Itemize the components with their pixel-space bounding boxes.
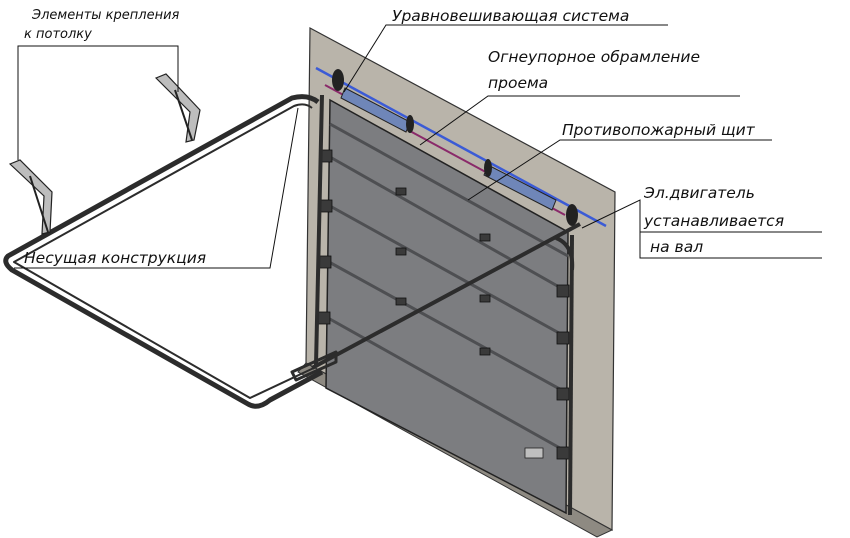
- leader-ceiling-mounts: [17, 45, 179, 160]
- ceiling-bracket-right: [154, 73, 201, 143]
- hinge: [479, 233, 491, 242]
- balancing-system: [315, 66, 607, 228]
- ceiling-bracket-left: [8, 159, 53, 235]
- label-ceiling-mounts-line2: к потолку: [24, 27, 92, 42]
- spring-bracket: [406, 115, 414, 133]
- diagonal-brace: [311, 222, 581, 370]
- hinge: [395, 297, 407, 306]
- support-structure: [3, 94, 581, 409]
- door-panel: [325, 98, 569, 515]
- label-support-structure: Несущая конструкция: [24, 249, 206, 267]
- hinge: [395, 187, 407, 196]
- callout-labels: Элементы крепления к потолку Уравновешив…: [24, 7, 784, 267]
- support-outer-rail: [3, 94, 324, 409]
- hinge: [556, 446, 570, 460]
- leader-fire-shield: [467, 139, 772, 201]
- label-ceiling-mounts-line1: Элементы крепления: [31, 8, 180, 23]
- hinge: [319, 199, 333, 213]
- label-motor-line1: Эл.двигатель: [643, 184, 755, 202]
- floor-bracket: [290, 350, 338, 382]
- label-balancing-system: Уравновешивающая система: [392, 7, 629, 25]
- door-hinges: [317, 149, 570, 460]
- right-vertical-rail: [568, 234, 574, 516]
- joint-line: [328, 260, 568, 395]
- cable-drum-left: [332, 69, 344, 91]
- support-inner-rail: [13, 103, 319, 399]
- hinge: [556, 284, 570, 298]
- label-motor-line2: устанавливается: [643, 212, 784, 230]
- torsion-spring-left: [340, 87, 411, 133]
- label-fireproof-frame-line1: Огнеупорное обрамление: [488, 48, 700, 66]
- left-vertical-rail: [314, 94, 324, 366]
- leader-fireproof-frame: [419, 95, 740, 146]
- spring-bracket: [484, 159, 492, 177]
- hinge: [479, 294, 491, 303]
- hinge: [317, 311, 331, 325]
- joint-line: [329, 204, 569, 340]
- leader-support-structure: [14, 107, 299, 269]
- right-rail-curve: [555, 236, 575, 271]
- fire-shield-door: [317, 98, 570, 515]
- hinge: [395, 247, 407, 256]
- label-fireproof-frame-line2: проема: [488, 74, 548, 92]
- ceiling-mount-brackets: [8, 73, 201, 235]
- label-motor-line3: на вал: [650, 238, 703, 256]
- leader-lines: [14, 24, 822, 269]
- joint-line: [329, 155, 569, 294]
- label-fire-shield: Противопожарный щит: [562, 121, 756, 139]
- ceiling-bracket-strut: [29, 175, 49, 233]
- joint-line: [329, 122, 569, 258]
- leader-motor: [581, 199, 822, 259]
- ceiling-bracket-strut: [174, 89, 193, 141]
- hinge: [556, 387, 570, 401]
- torsion-shaft: [315, 66, 607, 228]
- door-section-joints: [327, 122, 569, 454]
- hinge: [556, 331, 570, 345]
- hinge: [479, 347, 491, 356]
- vertical-guide-rails: [314, 94, 575, 516]
- cable-drum-right: [566, 204, 578, 226]
- joint-line: [327, 316, 568, 454]
- leader-balancing-system: [343, 24, 668, 93]
- door-handle: [524, 447, 544, 459]
- hinge: [318, 255, 332, 269]
